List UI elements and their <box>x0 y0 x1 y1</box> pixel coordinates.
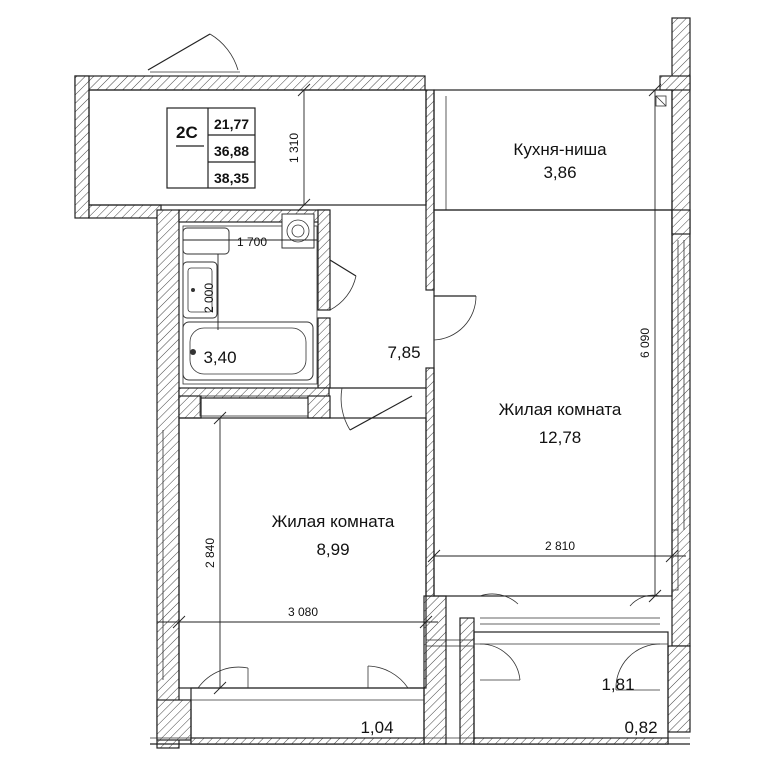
dim-living-1-width: 2 810 <box>545 539 575 553</box>
living-room-2-area: 8,99 <box>316 540 349 559</box>
balcony-3-area: 0,82 <box>624 718 657 737</box>
dimension-lines <box>157 83 686 695</box>
bathroom-area: 3,40 <box>203 348 236 367</box>
kitchen-area: 3,86 <box>543 163 576 182</box>
doors <box>147 33 661 691</box>
apartment-type-code: 2С <box>176 123 198 142</box>
radiators <box>199 95 679 647</box>
dim-bath-width: 1 700 <box>237 235 267 249</box>
sink-icon <box>182 261 218 319</box>
room-labels: Кухня-ниша 3,86 Жилая комната 12,78 Жила… <box>203 140 657 737</box>
bathtub-icon <box>182 321 314 381</box>
dim-living-2-height: 2 840 <box>203 538 217 568</box>
dim-living-1-height: 6 090 <box>638 328 652 358</box>
dimension-labels: 1 310 1 700 2 000 2 840 3 080 2 810 6 09… <box>202 133 652 619</box>
walls <box>74 17 691 749</box>
spec-table: 2С 21,77 36,88 38,35 <box>166 107 256 189</box>
toilet-icon <box>182 227 230 255</box>
living-room-1-area: 12,78 <box>539 428 582 447</box>
hall-area: 7,85 <box>387 343 420 362</box>
balcony-1-area: 1,04 <box>360 718 393 737</box>
bathroom-fixtures <box>182 213 315 381</box>
dim-living-2-width: 3 080 <box>288 605 318 619</box>
dim-bath-height: 2 000 <box>202 283 216 313</box>
dim-hall-height: 1 310 <box>287 133 301 163</box>
living-room-1-name: Жилая комната <box>499 400 622 419</box>
threshold <box>425 639 475 647</box>
area-total-with-balcony: 38,35 <box>214 170 249 186</box>
area-living: 21,77 <box>214 116 249 132</box>
living-room-2-name: Жилая комната <box>272 512 395 531</box>
windows <box>150 71 685 689</box>
kitchen-name: Кухня-ниша <box>513 140 607 159</box>
vent-icon <box>655 95 667 107</box>
area-total: 36,88 <box>214 143 249 159</box>
balcony-2-area: 1,81 <box>601 675 634 694</box>
